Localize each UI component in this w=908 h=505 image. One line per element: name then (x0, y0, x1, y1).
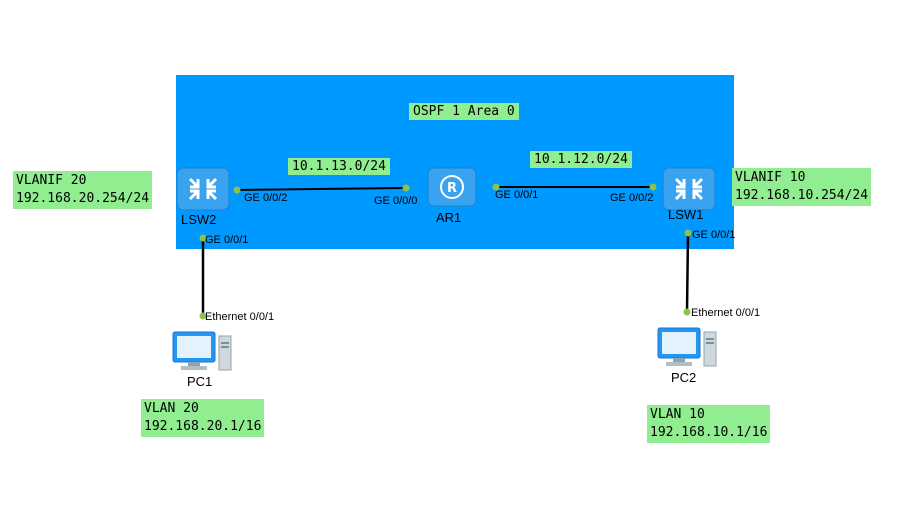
vlanif-lsw1-ip: 192.168.10.254/24 (735, 188, 869, 203)
link-lsw1-pc2 (685, 232, 690, 313)
vlan-pc2-label: VLAN 10 192.168.10.1/16 (647, 405, 771, 443)
lsw1-label: LSW1 (668, 207, 704, 222)
port-dot-lsw2-ge001 (199, 234, 207, 242)
router-icon[interactable]: R (427, 167, 477, 212)
svg-text:R: R (447, 181, 457, 196)
vlanif-lsw2-ip: 192.168.20.254/24 (16, 191, 150, 206)
link-lsw2-ar1 (236, 187, 408, 191)
port-pc1-eth: Ethernet 0/0/1 (205, 311, 275, 323)
port-dot-lsw2-ge002 (233, 186, 241, 194)
area-label: OSPF 1 Area 0 (409, 103, 519, 120)
port-ar1-ge001: GE 0/0/1 (495, 189, 539, 201)
port-ar1-ge000: GE 0/0/0 (374, 195, 418, 207)
vlan-pc2-ip: 192.168.10.1/16 (650, 425, 768, 440)
port-lsw1-ge002: GE 0/0/2 (610, 192, 654, 204)
port-dot-ar1-ge000 (402, 184, 410, 192)
vlanif-lsw2-label: VLANIF 20 192.168.20.254/24 (13, 171, 153, 209)
port-dot-lsw1-ge001 (684, 229, 692, 237)
port-lsw1-ge001: GE 0/0/1 (692, 229, 736, 241)
vlan-pc1-ip: 192.168.20.1/16 (144, 419, 262, 434)
pc2-label: PC2 (671, 370, 697, 385)
port-lsw2-ge002: GE 0/0/2 (244, 192, 288, 204)
pc-icon[interactable] (656, 326, 718, 373)
switch-icon[interactable] (662, 167, 716, 216)
vlan-pc1-label: VLAN 20 192.168.20.1/16 (141, 399, 265, 437)
vlanif-lsw1-label: VLANIF 10 192.168.10.254/24 (732, 168, 872, 206)
vlanif-lsw2-name: VLANIF 20 (16, 173, 87, 188)
subnet-lsw2-ar1: 10.1.13.0/24 (288, 158, 390, 175)
vlanif-lsw1-name: VLANIF 10 (735, 170, 806, 185)
vlan-pc1-name: VLAN 20 (144, 401, 199, 416)
ar1-label: AR1 (436, 210, 462, 225)
port-pc2-eth: Ethernet 0/0/1 (691, 307, 761, 319)
port-dot-pc2-eth (683, 308, 691, 316)
port-dot-ar1-ge001 (492, 183, 500, 191)
port-dot-pc1-eth (199, 312, 207, 320)
pc-icon[interactable] (171, 330, 233, 377)
subnet-ar1-lsw1: 10.1.12.0/24 (530, 151, 632, 168)
port-lsw2-ge001: GE 0/0/1 (205, 234, 249, 246)
vlan-pc2-name: VLAN 10 (650, 407, 705, 422)
switch-icon[interactable] (176, 167, 230, 216)
pc1-label: PC1 (187, 374, 213, 389)
lsw2-label: LSW2 (181, 212, 217, 227)
port-dot-lsw1-ge002 (649, 183, 657, 191)
